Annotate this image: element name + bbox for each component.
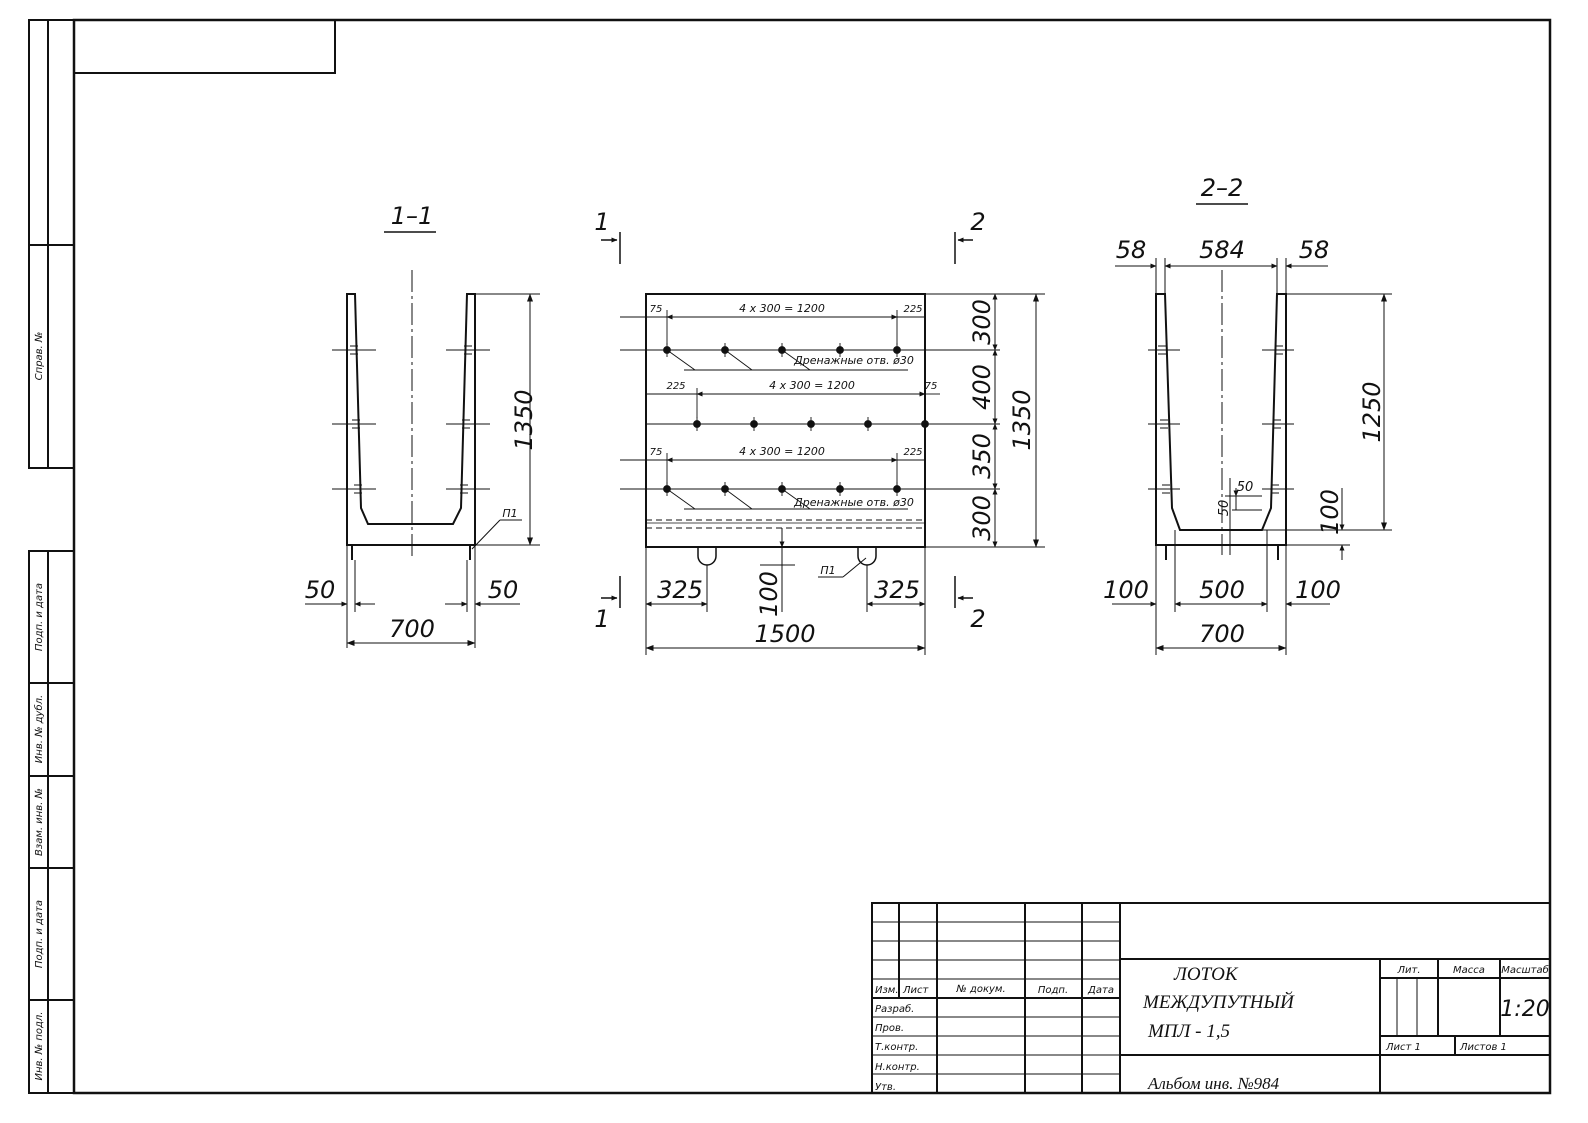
section-2-2-height-dim: 1250 — [1358, 381, 1386, 442]
tb-title-line1: ЛОТОК — [1173, 964, 1239, 985]
tb-col-data: Дата — [1087, 985, 1114, 996]
cut-1-bottom-label: 1 — [594, 605, 609, 633]
section-2-2-inner-a-dim: 50 — [1237, 480, 1254, 495]
tb-lit: Лит. — [1396, 965, 1420, 976]
tb-scale: 1:20 — [1500, 997, 1549, 1022]
drainage-holes — [663, 346, 929, 493]
tb-row-tkontr: Т.контр. — [875, 1042, 918, 1053]
row1-left-dim: 75 — [650, 304, 663, 315]
front-leader-label: П1 — [820, 564, 835, 577]
front-left-dim: 325 — [657, 576, 703, 604]
tb-col-doc: № докум. — [955, 984, 1005, 995]
tb-row-utv: Утв. — [875, 1082, 896, 1093]
tb-col-izm: Изм. — [875, 985, 899, 996]
tb-row-razrab: Разраб. — [875, 1003, 914, 1015]
inv-no-podl-label: Инв. № подл. — [34, 1012, 45, 1081]
section-1-1-wall-left-dim: 50 — [305, 576, 336, 604]
right-dim-300-bottom: 300 — [968, 495, 996, 541]
tb-col-list: Лист — [902, 985, 930, 996]
tb-row-prov: Пров. — [875, 1023, 904, 1034]
section-2-2-bottom-mid-dim: 500 — [1199, 576, 1245, 604]
row1-drain-note: Дренажные отв. ø30 — [793, 354, 914, 367]
tb-sheet: Лист 1 — [1385, 1042, 1421, 1053]
tb-sheets: Листов 1 — [1459, 1042, 1507, 1053]
front-mid-dim: 100 — [755, 571, 783, 617]
section-2-2-width-dim: 700 — [1199, 620, 1245, 648]
tb-album: Альбом инв. №984 — [1147, 1074, 1280, 1093]
cut-2-bottom-label: 2 — [970, 605, 985, 633]
section-2-2-label: 2–2 — [1201, 174, 1244, 202]
front-total-height-dim: 1350 — [1008, 389, 1036, 450]
right-dim-350: 350 — [968, 433, 996, 479]
row3-drain-note: Дренажные отв. ø30 — [793, 496, 914, 509]
row1-right-dim: 225 — [903, 304, 922, 315]
section-2-2-top-right-dim: 58 — [1299, 236, 1330, 264]
section-2-2-top-left-dim: 58 — [1116, 236, 1147, 264]
cut-2-top-label: 2 — [970, 208, 985, 236]
row2-span-dim: 4 x 300 = 1200 — [769, 379, 855, 392]
drawing-frame — [72, 18, 1552, 1095]
row3-left-dim: 75 — [650, 447, 663, 458]
tb-masshtab: Масштаб — [1501, 964, 1549, 976]
section-2-2-bottom-left-dim: 100 — [1103, 576, 1149, 604]
section-1-1-outline — [346, 293, 476, 546]
right-dim-300-top: 300 — [968, 299, 996, 345]
cut-1-top-label: 1 — [594, 208, 609, 236]
right-dim-400: 400 — [968, 364, 996, 410]
tb-title-line2: МЕЖДУПУТНЫЙ — [1142, 990, 1295, 1013]
section-2-2-floor-dim: 100 — [1316, 489, 1344, 535]
front-length-dim: 1500 — [754, 620, 815, 648]
row3-span-dim: 4 x 300 = 1200 — [739, 445, 825, 458]
podp-data-label-1: Подп. и дата — [34, 583, 45, 651]
section-1-1-height-dim: 1350 — [510, 389, 538, 450]
section-1-1-label: 1–1 — [391, 202, 434, 230]
inv-no-dubl-label: Инв. № дубл. — [33, 695, 45, 763]
tb-col-podp: Подп. — [1038, 985, 1068, 996]
tb-row-nkontr: Н.контр. — [875, 1062, 920, 1073]
row2-left-dim: 225 — [666, 381, 685, 392]
tb-title-line3: МПЛ - 1,5 — [1147, 1021, 1230, 1042]
row2-right-dim: 75 — [925, 381, 938, 392]
row3-right-dim: 225 — [903, 447, 922, 458]
section-2-2-bottom-right-dim: 100 — [1295, 576, 1341, 604]
side-stamp — [28, 19, 75, 1094]
row1-span-dim: 4 x 300 = 1200 — [739, 302, 825, 315]
vzam-inv-no-label: Взам. инв. № — [34, 788, 45, 856]
tb-massa: Масса — [1453, 965, 1485, 976]
section-1-1-leader-label: П1 — [502, 507, 517, 520]
podp-data-label-2: Подп. и дата — [34, 900, 45, 968]
front-right-dim: 325 — [874, 576, 920, 604]
section-2-2: 2–2 58 584 58 — [1103, 174, 1392, 655]
front-view: 1 1 2 2 75 4 x 300 = 1200 225 225 4 x 30… — [594, 208, 1045, 655]
sprav-no-label: Справ. № — [34, 332, 45, 381]
section-2-2-outline — [1155, 293, 1287, 546]
section-1-1-width-dim: 700 — [389, 615, 435, 643]
section-2-2-inner-b-dim: 50 — [1217, 500, 1232, 517]
title-block: Изм. Лист № докум. Подп. Дата Разраб. Пр… — [871, 902, 1551, 1094]
section-2-2-top-mid-dim: 584 — [1199, 236, 1245, 264]
section-1-1: 1–1 1350 — [305, 202, 540, 648]
section-1-1-wall-right-dim: 50 — [488, 576, 519, 604]
